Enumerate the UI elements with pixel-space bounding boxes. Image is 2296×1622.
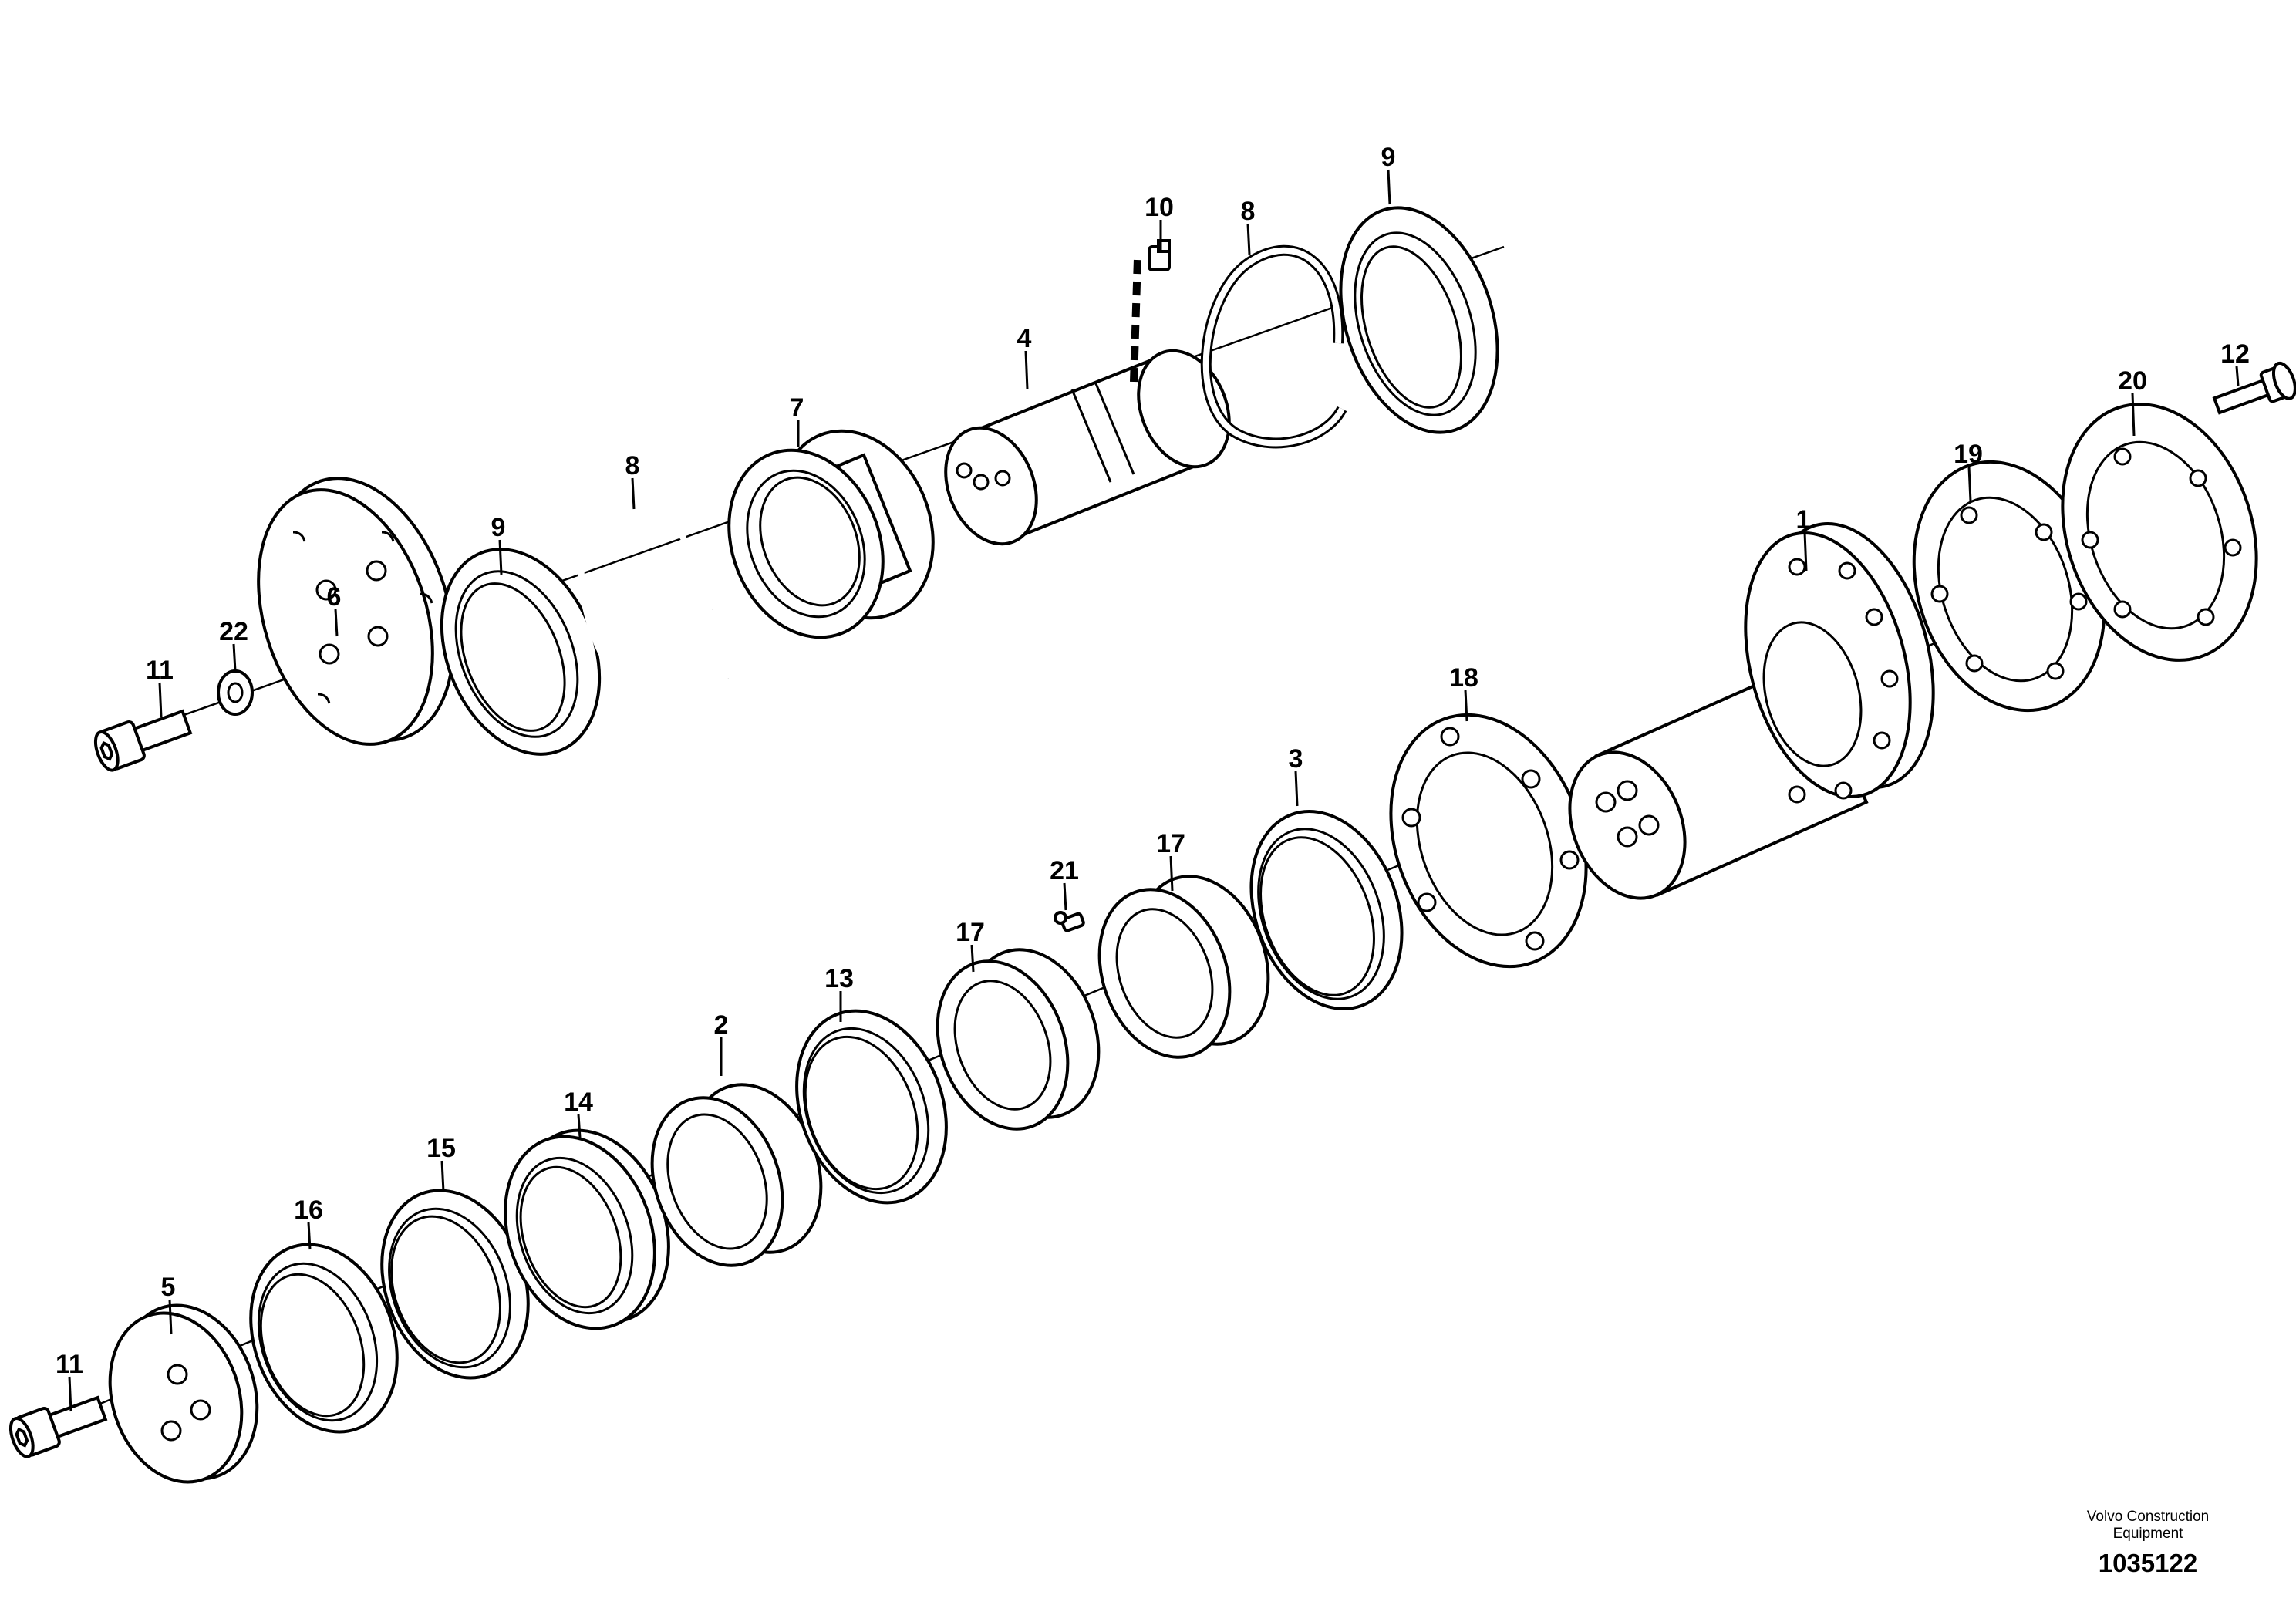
part-11-screw-upper xyxy=(93,709,193,772)
part-12-bolt xyxy=(2212,361,2296,415)
callout-6: 6 xyxy=(327,582,342,612)
part-6-cover-plate xyxy=(257,477,455,746)
part-14-ring xyxy=(504,1128,670,1330)
part-21-grease-nipple xyxy=(1054,911,1085,932)
part-22-washer xyxy=(217,669,254,716)
part-18-gasket xyxy=(1389,713,1588,969)
part-9-seal-right xyxy=(1339,206,1499,434)
part-13-ring xyxy=(795,1009,948,1205)
part-11-screw-lower xyxy=(8,1395,108,1458)
brand-line-1: Volvo Construction xyxy=(2086,1509,2210,1525)
part-5-end-cap xyxy=(108,1303,259,1484)
callout-17-right: 17 xyxy=(1156,829,1185,858)
callout-20: 20 xyxy=(2118,366,2147,396)
callout-17-left: 17 xyxy=(956,918,985,947)
callout-21: 21 xyxy=(1050,856,1079,885)
callout-16: 16 xyxy=(294,1195,323,1225)
part-15-ring xyxy=(380,1189,530,1380)
callout-8-right: 8 xyxy=(1241,197,1256,226)
callout-12: 12 xyxy=(2220,339,2250,369)
callout-18: 18 xyxy=(1449,663,1478,693)
part-1-flanged-hub xyxy=(1568,521,1935,900)
part-16-ring xyxy=(249,1243,399,1434)
brand-line-2: Equipment xyxy=(2112,1526,2183,1542)
callout-13: 13 xyxy=(824,964,854,993)
part-7-bushing xyxy=(727,429,935,639)
part-8-snap-ring-right xyxy=(1200,244,1347,449)
part-8-snap-ring-left xyxy=(578,493,732,716)
part-17-bushing-left xyxy=(936,948,1101,1131)
part-3-seal-ring xyxy=(1249,810,1404,1010)
callout-5: 5 xyxy=(161,1273,176,1302)
callout-19: 19 xyxy=(1954,440,1983,469)
callout-14: 14 xyxy=(564,1088,593,1117)
callout-11-lower: 11 xyxy=(56,1350,83,1379)
callout-1: 1 xyxy=(1796,505,1811,534)
part-20-gasket xyxy=(2061,403,2258,662)
part-17-bushing-right xyxy=(1097,875,1270,1059)
part-9-seal-left xyxy=(440,548,602,756)
callout-3: 3 xyxy=(1289,744,1303,774)
callout-22: 22 xyxy=(219,617,248,646)
callout-9-right: 9 xyxy=(1381,143,1396,172)
part-4-pin xyxy=(944,349,1231,546)
diagram-footer: Volvo Construction Equipment 1035122 xyxy=(2021,1509,2275,1578)
callout-7: 7 xyxy=(790,393,804,423)
callout-9-left: 9 xyxy=(491,513,506,542)
callout-2: 2 xyxy=(714,1010,729,1040)
callout-10: 10 xyxy=(1145,193,1174,222)
diagram-reference-number: 1035122 xyxy=(2098,1549,2198,1577)
callout-15: 15 xyxy=(426,1134,456,1163)
callout-11-upper: 11 xyxy=(146,656,174,685)
callout-4: 4 xyxy=(1017,324,1032,353)
callout-8-left: 8 xyxy=(625,451,640,481)
part-19-gasket xyxy=(1912,460,2106,713)
